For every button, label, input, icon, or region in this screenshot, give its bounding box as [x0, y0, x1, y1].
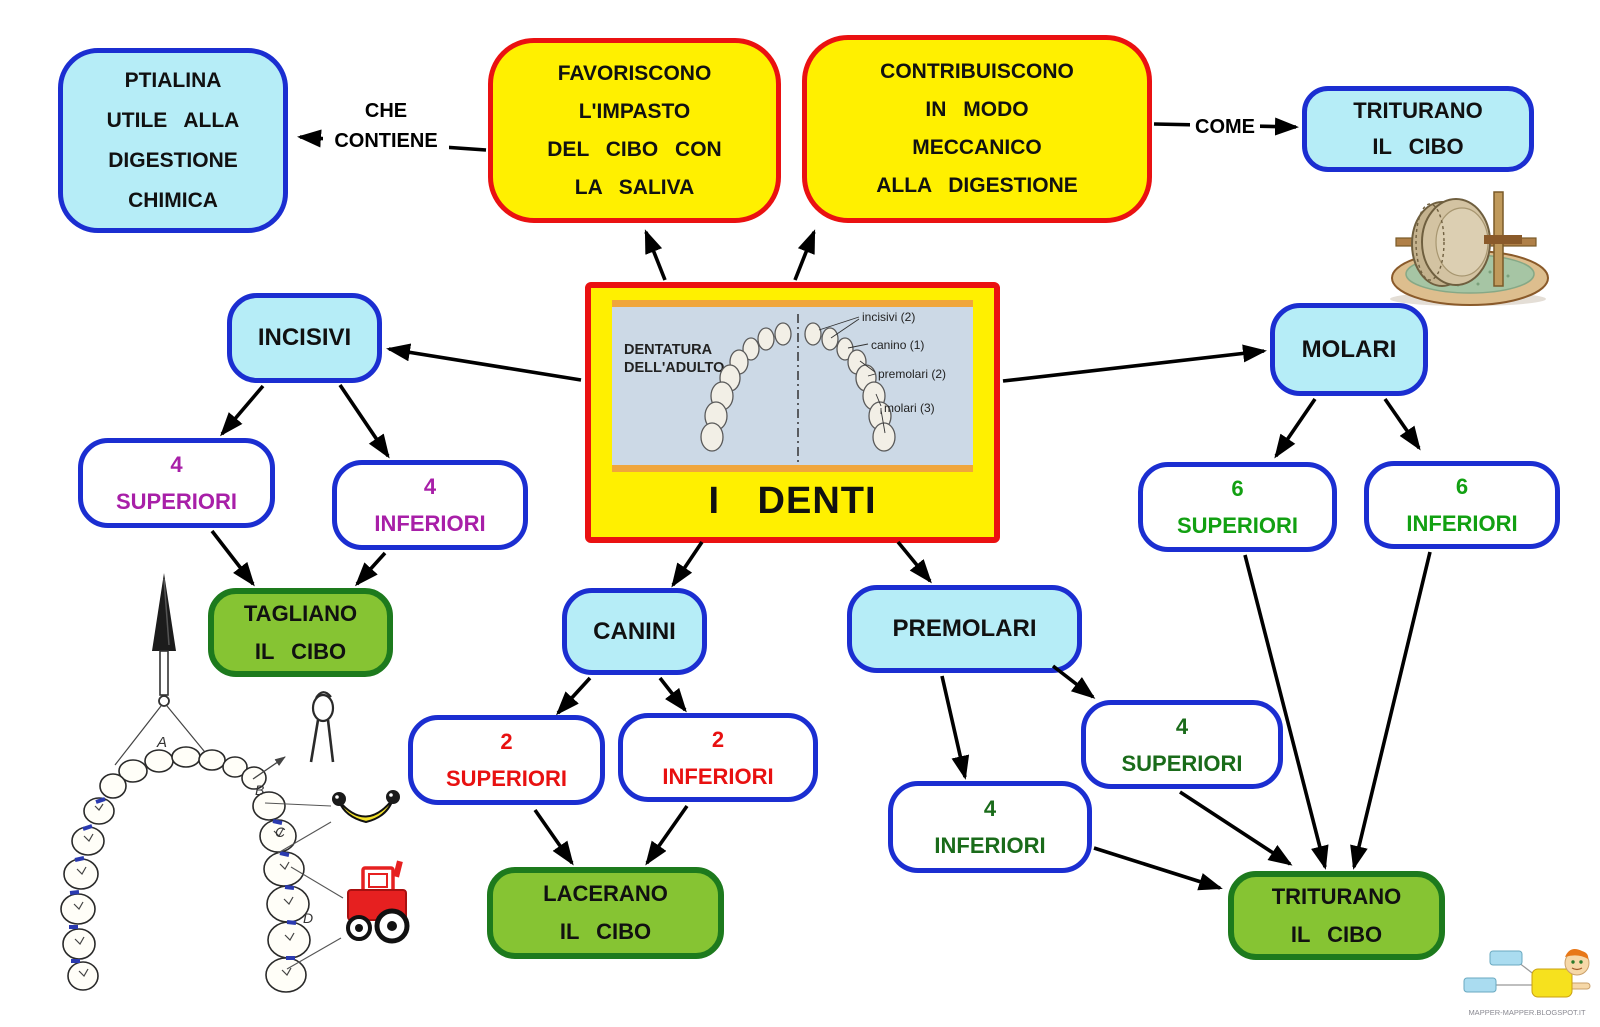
sketch-label-a: A: [156, 734, 167, 751]
node-line: IL CIBO: [1372, 134, 1464, 159]
adult-dentition-photo: DENTATURA DELL'ADULTO incisivi (2): [612, 300, 973, 472]
node-line: INFERIORI: [934, 833, 1046, 858]
node-line: PTIALINA: [124, 68, 222, 92]
node-line: FAVORISCONO: [557, 61, 712, 85]
node-line: 2: [711, 726, 725, 752]
edge-label-line: CHE: [364, 100, 408, 122]
dentition-teeth: [700, 322, 896, 452]
node-molari-superiori: 6 SUPERIORI: [1138, 462, 1337, 552]
map-title: I DENTI: [708, 480, 877, 522]
site-credit: MAPPER-MAPPER.BLOGSPOT.IT: [1468, 1008, 1586, 1017]
node-line: LA SALIVA: [574, 175, 695, 199]
tooth-marks: [73, 803, 295, 977]
knife-icon: [152, 573, 176, 707]
node-line: LACERANO: [543, 881, 668, 906]
node-incisivi-superiori: 4 SUPERIORI: [78, 438, 275, 528]
annotation-molari: molari (3): [884, 401, 935, 415]
node-tagliano: TAGLIANO IL CIBO: [208, 588, 393, 677]
annotation-incisivi: incisivi (2): [862, 310, 915, 324]
node-premolari-inferiori: 4 INFERIORI: [888, 781, 1092, 873]
photo-caption: DELL'ADULTO: [624, 360, 724, 376]
scraper-icon: [332, 790, 400, 824]
annotation-canino: canino (1): [871, 338, 924, 352]
node-line: TAGLIANO: [243, 600, 358, 626]
edge-label-come: COME: [1190, 112, 1260, 142]
edge-label-line: CONTIENE: [334, 130, 438, 152]
node-triturano-top: TRITURANO IL CIBO: [1302, 86, 1534, 172]
node-canini-superiori: 2 SUPERIORI: [408, 715, 605, 805]
node-canini-inferiori: 2 INFERIORI: [618, 713, 818, 802]
pliers-icon: [309, 691, 335, 763]
node-triturano-bottom: TRITURANO IL CIBO: [1228, 871, 1445, 960]
node-line: MOLARI: [1301, 335, 1397, 363]
node-line: CHIMICA: [128, 188, 218, 212]
node-i-denti: DENTATURA DELL'ADULTO incisivi (2): [585, 282, 1000, 543]
node-line: SUPERIORI: [1121, 750, 1243, 776]
teeth-separators: [69, 797, 297, 963]
edge-label-che-contiene: CHE CONTIENE: [323, 96, 449, 156]
node-line: CANINI: [593, 617, 676, 645]
annotation-pointers: [818, 316, 886, 434]
node-line: IL CIBO: [559, 919, 652, 944]
node-line: 4: [1175, 713, 1189, 739]
sketch-label-b: B: [255, 782, 264, 798]
node-premolari: PREMOLARI: [847, 585, 1082, 673]
sketch-label-c: C: [275, 824, 286, 840]
node-line: TRITURANO: [1271, 883, 1402, 909]
annotation-premolari: premolari (2): [878, 367, 946, 381]
node-line: PREMOLARI: [892, 615, 1037, 642]
node-lacerano: LACERANO IL CIBO: [487, 867, 724, 959]
node-line: INCISIVI: [257, 324, 352, 351]
millstone-illustration: [1390, 191, 1549, 306]
node-line: 6: [1231, 476, 1244, 501]
node-line: MECCANICO: [912, 136, 1042, 159]
node-molari-inferiori: 6 INFERIORI: [1364, 461, 1560, 549]
node-line: ALLA DIGESTIONE: [876, 174, 1078, 197]
node-line: CONTRIBUISCONO: [880, 60, 1074, 83]
edge-label-line: COME: [1195, 116, 1255, 138]
tractor-icon: [346, 860, 410, 944]
node-canini: CANINI: [562, 588, 707, 675]
node-line: INFERIORI: [1406, 511, 1518, 536]
site-logo: MAPPER-MAPPER.BLOGSPOT.IT: [1463, 949, 1591, 1017]
node-line: 4: [423, 474, 437, 499]
node-line: DEL CIBO CON: [547, 137, 722, 161]
teeth-arch: [60, 746, 311, 993]
node-line: 2: [500, 729, 513, 754]
node-line: 6: [1455, 474, 1469, 499]
node-favoriscono: FAVORISCONO L'IMPASTO DEL CIBO CON LA SA…: [488, 38, 781, 223]
node-line: UTILE ALLA: [106, 108, 240, 132]
node-line: L'IMPASTO: [578, 99, 691, 123]
node-line: DIGESTIONE: [108, 148, 238, 172]
node-line: 4: [170, 452, 183, 477]
node-molari: MOLARI: [1270, 303, 1428, 396]
node-line: SUPERIORI: [115, 489, 238, 514]
photo-caption: DENTATURA: [624, 342, 713, 358]
node-line: IL CIBO: [254, 638, 347, 664]
node-line: SUPERIORI: [445, 766, 568, 791]
node-incisivi: INCISIVI: [227, 293, 382, 383]
sketch-label-d: D: [303, 910, 313, 926]
node-line: IN MODO: [925, 98, 1029, 121]
node-contribuiscono: CONTRIBUISCONO IN MODO MECCANICO ALLA DI…: [802, 35, 1152, 223]
node-line: IL CIBO: [1290, 921, 1383, 947]
node-ptialina: PTIALINA UTILE ALLA DIGESTIONE CHIMICA: [58, 48, 288, 233]
node-line: 4: [983, 796, 997, 821]
node-premolari-superiori: 4 SUPERIORI: [1081, 700, 1283, 789]
node-incisivi-inferiori: 4 INFERIORI: [332, 460, 528, 550]
node-line: INFERIORI: [374, 511, 486, 536]
node-line: SUPERIORI: [1176, 513, 1299, 538]
node-line: TRITURANO: [1353, 98, 1483, 123]
node-line: INFERIORI: [662, 763, 774, 789]
